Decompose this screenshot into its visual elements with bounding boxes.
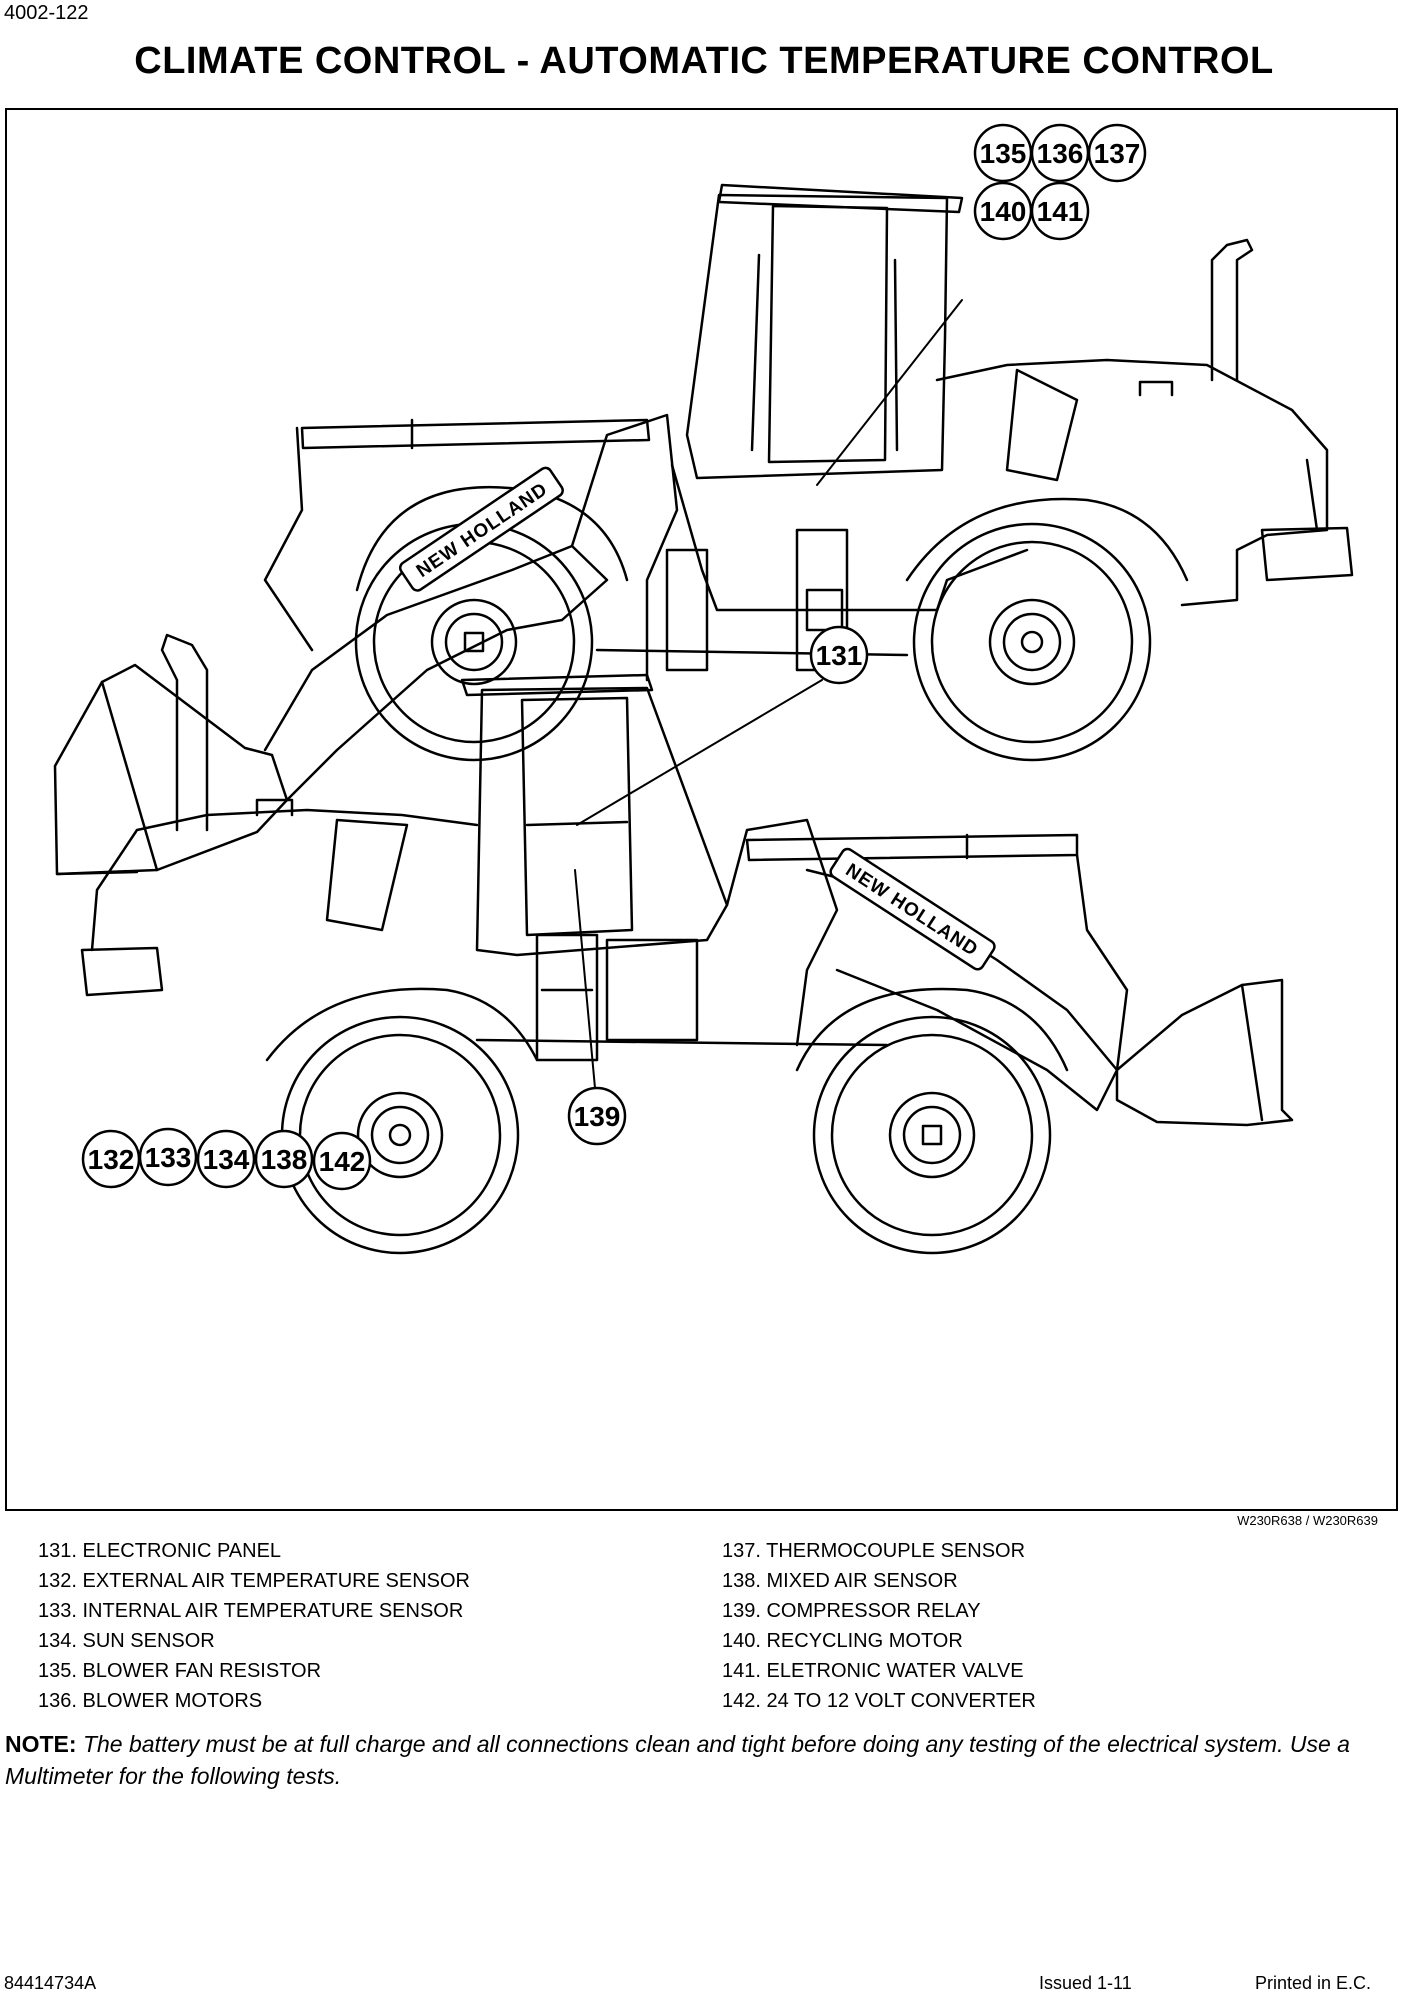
callout-135: 135 bbox=[980, 138, 1027, 169]
top-loader-drawing: NEW HOLLAND bbox=[53, 183, 1354, 876]
legend-item: 136. BLOWER MOTORS bbox=[38, 1690, 263, 1712]
callout-138: 138 bbox=[261, 1144, 308, 1175]
legend-item: 142. 24 TO 12 VOLT CONVERTER bbox=[722, 1690, 1036, 1712]
callout-131: 131 bbox=[816, 640, 863, 671]
figure-frame: NEW HOLLAND 135 136 137 140 141 bbox=[5, 108, 1398, 1511]
callout-136: 136 bbox=[1037, 138, 1084, 169]
legend-item: 138. MIXED AIR SENSOR bbox=[722, 1570, 958, 1592]
legend-item: 131. ELECTRONIC PANEL bbox=[38, 1540, 282, 1562]
callout-140: 140 bbox=[980, 196, 1027, 227]
callout-134: 134 bbox=[203, 1144, 250, 1175]
brand-decal-bottom: NEW HOLLAND bbox=[842, 860, 982, 961]
page-number: 4002-122 bbox=[4, 2, 89, 24]
legend-item: 141. ELETRONIC WATER VALVE bbox=[722, 1660, 1024, 1682]
legend-item: 140. RECYCLING MOTOR bbox=[722, 1630, 963, 1652]
footer-doc-number: 84414734A bbox=[4, 1973, 97, 1993]
note-label: NOTE: bbox=[5, 1731, 77, 1757]
legend-item: 137. THERMOCOUPLE SENSOR bbox=[722, 1540, 1026, 1562]
note-text: The battery must be at full charge and a… bbox=[5, 1731, 1350, 1789]
legend-right-column: 137. THERMOCOUPLE SENSOR 138. MIXED AIR … bbox=[722, 1536, 1036, 1716]
callout-142: 142 bbox=[319, 1146, 366, 1177]
page-title: CLIMATE CONTROL - AUTOMATIC TEMPERATURE … bbox=[134, 40, 1274, 82]
loader-illustration: NEW HOLLAND 135 136 137 140 141 bbox=[53, 123, 1354, 1255]
callout-139: 139 bbox=[574, 1101, 621, 1132]
note-paragraph: NOTE: The battery must be at full charge… bbox=[5, 1728, 1403, 1792]
legend-item: 132. EXTERNAL AIR TEMPERATURE SENSOR bbox=[38, 1570, 470, 1592]
legend-item: 139. COMPRESSOR RELAY bbox=[722, 1600, 981, 1622]
legend-item: 135. BLOWER FAN RESISTOR bbox=[38, 1660, 322, 1682]
figure-reference: W230R638 / W230R639 bbox=[1237, 1513, 1378, 1528]
legend-item: 134. SUN SENSOR bbox=[38, 1630, 215, 1652]
callout-132: 132 bbox=[88, 1144, 135, 1175]
legend-left-column: 131. ELECTRONIC PANEL 132. EXTERNAL AIR … bbox=[38, 1536, 470, 1716]
footer-issued: Issued 1-11 bbox=[1039, 1973, 1132, 1993]
callout-133: 133 bbox=[145, 1142, 192, 1173]
legend-item: 133. INTERNAL AIR TEMPERATURE SENSOR bbox=[38, 1600, 464, 1622]
footer-printed: Printed in E.C. bbox=[1255, 1973, 1372, 1993]
callout-141: 141 bbox=[1037, 196, 1084, 227]
callout-137: 137 bbox=[1094, 138, 1141, 169]
